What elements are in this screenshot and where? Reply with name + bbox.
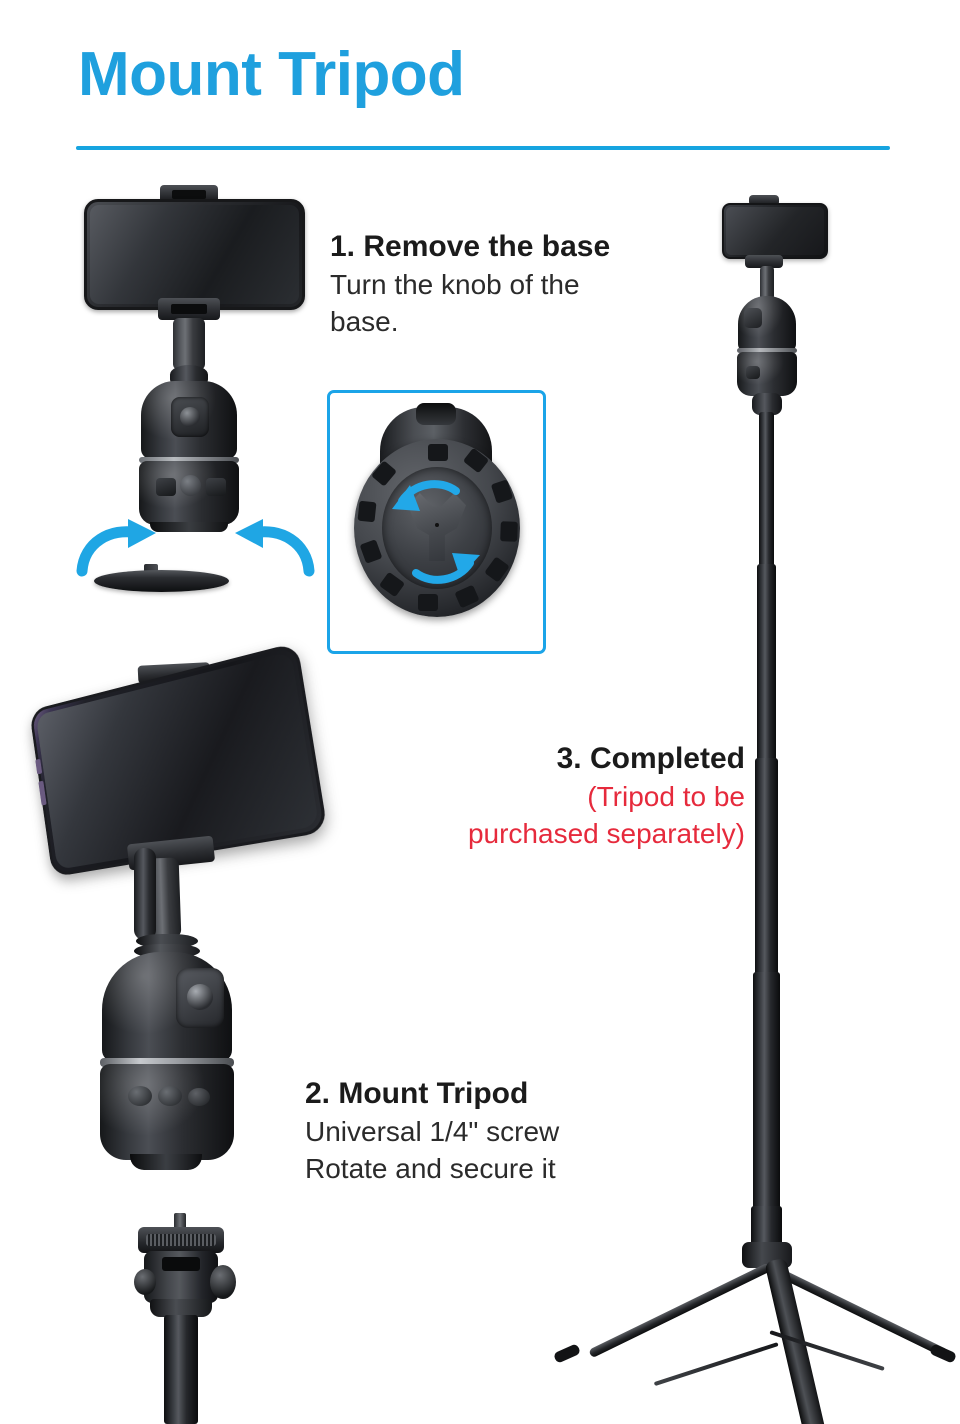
phone-clamp-bottom [158, 298, 220, 320]
figure-gimbal-remove-base [76, 185, 318, 605]
gimbal-neck [173, 318, 205, 370]
phone-clamp-bottom-small [745, 255, 783, 268]
control-button-right [206, 478, 226, 496]
control-button-left [156, 478, 176, 496]
detachable-base-disc [94, 570, 229, 592]
tripod-pole-section-3 [755, 758, 778, 978]
control-button-completed [746, 366, 760, 379]
step-3-heading: 3. Completed [556, 742, 745, 775]
rotate-arrow-right-icon [235, 519, 315, 577]
step-2-line-2: Rotate and secure it [305, 1153, 556, 1185]
gimbal-silver-ring-large [100, 1058, 234, 1067]
phone-screen-top [84, 199, 305, 310]
step-1-line-1: Turn the knob of the [330, 268, 580, 300]
figure-base-knob-inset [327, 390, 546, 654]
figure-gimbal-mounted [28, 641, 348, 1182]
tripod-pole-section-2 [757, 564, 776, 764]
control-button-right-large [188, 1088, 210, 1106]
gimbal-underside-neck [416, 403, 456, 425]
step-3-note-line-1: (Tripod to be [587, 780, 745, 812]
gimbal-neck-completed [760, 266, 774, 300]
tripod-leg-left [588, 1262, 772, 1359]
control-button-center [180, 475, 201, 496]
title-divider [76, 146, 890, 150]
camera-lens-icon-large [176, 968, 224, 1028]
step-1-line-2: base. [330, 306, 399, 338]
inset-photo [330, 393, 543, 651]
gimbal-silver-ring [139, 457, 239, 463]
rotate-arrow-left-icon [76, 519, 156, 577]
tripod-pole-section-1 [759, 412, 774, 570]
tripod-pole-lower-left [164, 1315, 198, 1424]
base-screw-post [144, 564, 158, 574]
gimbal-bottom-lip [150, 522, 228, 532]
gimbal-bottom-socket [130, 1154, 202, 1170]
tripod-pole-section-4 [753, 972, 780, 1212]
tripod-head-knurl [146, 1234, 216, 1246]
page-title: Mount Tripod [78, 40, 465, 109]
step-1-heading: 1. Remove the base [330, 230, 611, 263]
camera-lens-icon-completed [744, 308, 762, 328]
control-button-center-large [158, 1086, 182, 1106]
tripod-head-knob-left[interactable] [134, 1269, 156, 1295]
figure-completed-assembly [530, 190, 960, 1424]
phone-clamp-top-small [749, 195, 779, 206]
gimbal-base-barrel-large [100, 1064, 234, 1160]
base-lock-ring-ribs [354, 439, 520, 617]
step-2-line-1: Universal 1/4" screw [305, 1115, 560, 1147]
tripod-foot-left [552, 1343, 582, 1364]
figure-tripod-head [120, 1213, 270, 1424]
phone-clamp-top [160, 185, 218, 203]
rotate-arrow-ccw-icon [392, 480, 460, 511]
tripod-head-collar [150, 1299, 212, 1317]
step-3-text: 3. Completed (Tripod to be purchased sep… [380, 740, 745, 853]
step-2-text: 2. Mount Tripod Universal 1/4" screw Rot… [305, 1075, 559, 1188]
tripod-foot-right [928, 1343, 958, 1364]
step-1-text: 1. Remove the base Turn the knob of the … [330, 228, 610, 341]
tripod-brace-left [653, 1342, 779, 1387]
step-3-note-line-2: purchased separately) [467, 818, 745, 850]
camera-lens-icon [171, 397, 209, 437]
gimbal-tilt-arm-large [134, 848, 156, 940]
rotate-arrow-cw-icon [412, 553, 480, 584]
tripod-head-knob-right[interactable] [210, 1265, 236, 1299]
tripod-head-yoke [144, 1251, 218, 1303]
step-2-heading: 2. Mount Tripod [305, 1077, 529, 1110]
quarter-inch-screw [174, 1213, 186, 1229]
tripod-head-plate [138, 1227, 224, 1253]
mount-plate-pin [435, 523, 439, 527]
gimbal-silver-ring-completed [737, 348, 797, 353]
phone-screen-completed [722, 203, 828, 259]
tripod-head-completed [752, 393, 782, 415]
control-button-left-large [128, 1086, 152, 1106]
